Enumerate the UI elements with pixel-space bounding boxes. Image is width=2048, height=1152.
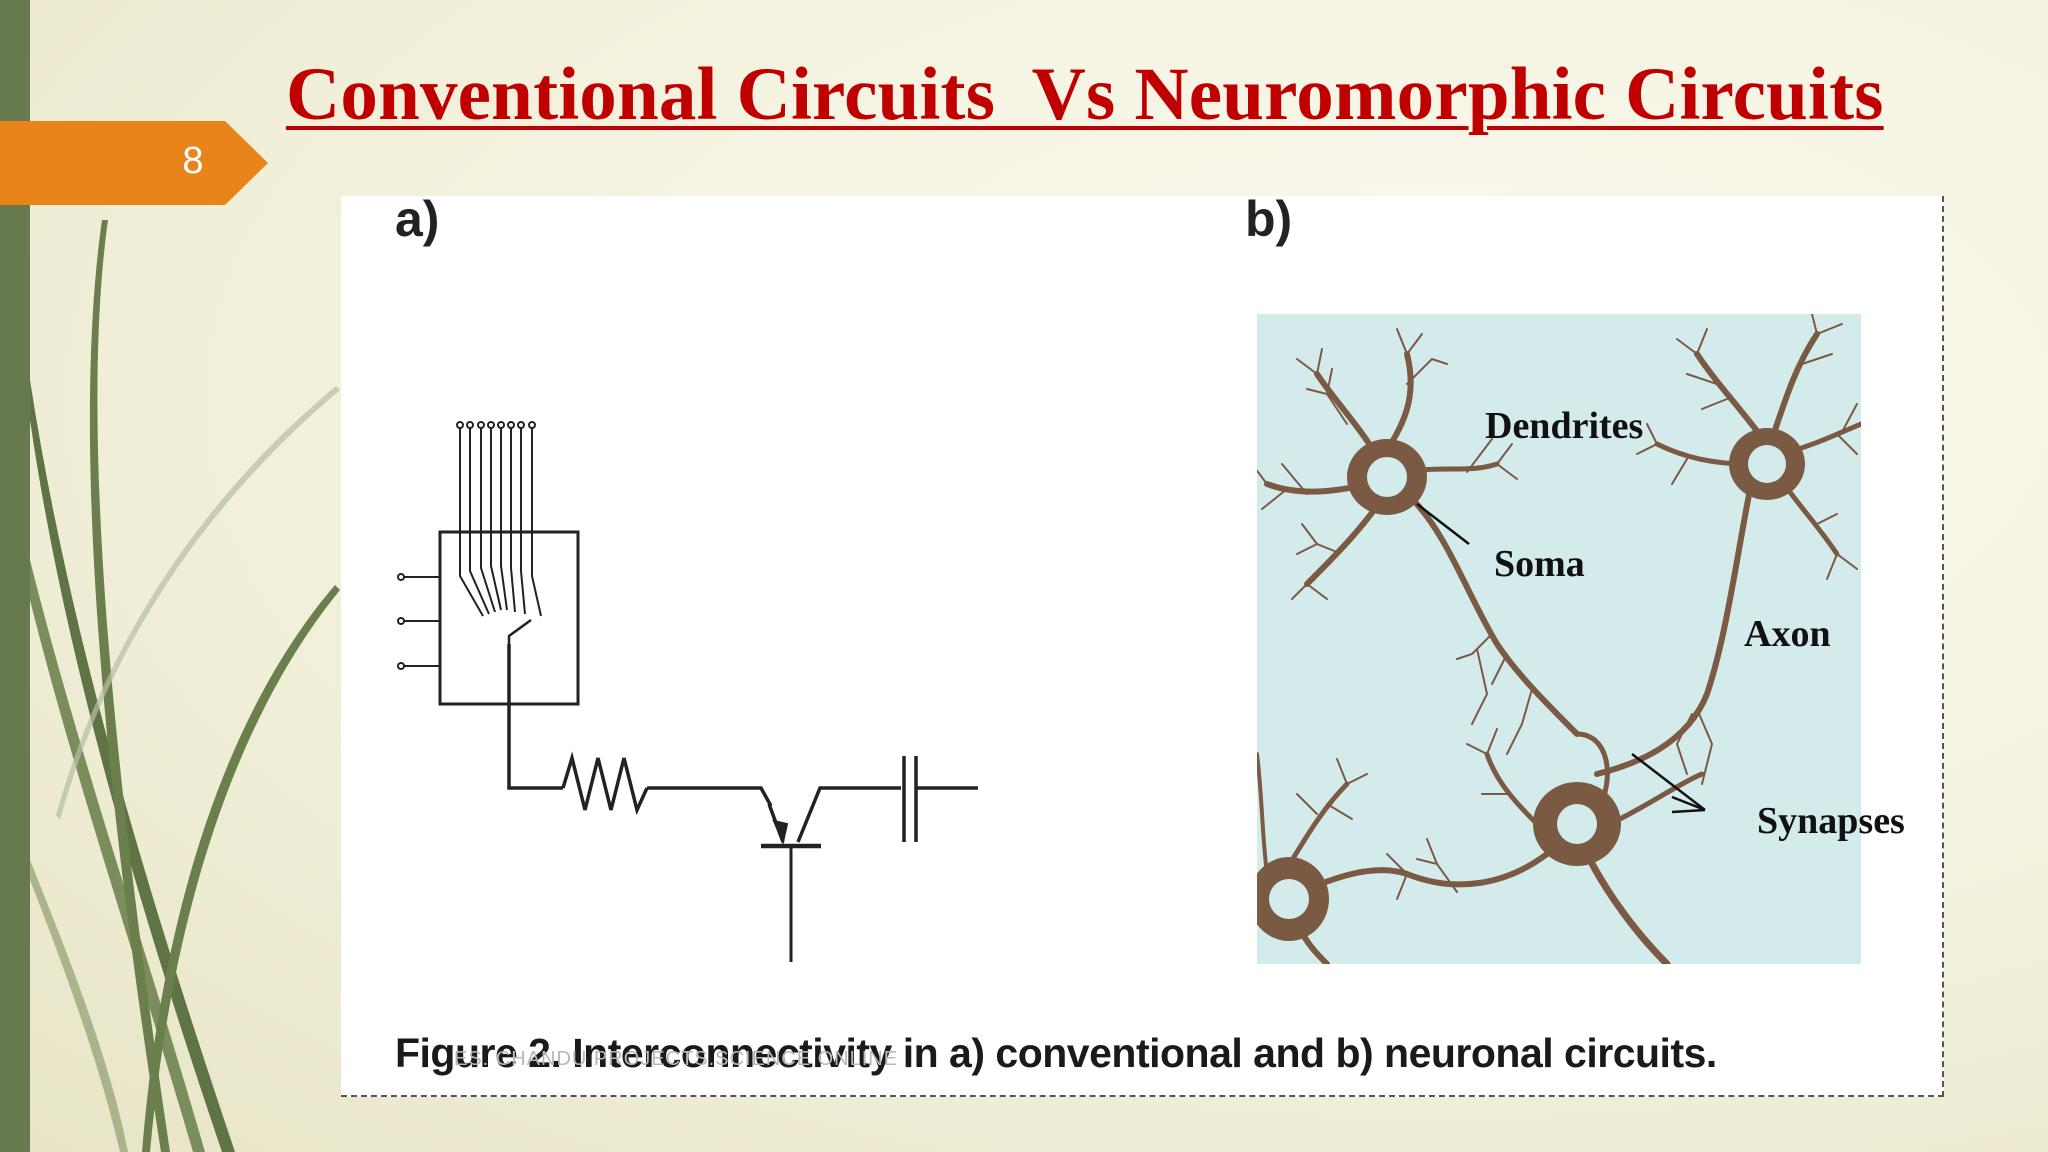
neuron-illustration: Dendrites Soma Axon Synapses <box>1249 313 1905 968</box>
conventional-circuit-diagram <box>397 421 978 962</box>
panel-a-label: a) <box>395 191 440 247</box>
grass-decoration <box>30 220 340 1152</box>
neurons-drawing <box>1249 313 1864 968</box>
label-axon: Axon <box>1744 613 1831 655</box>
slide-number-tab <box>0 121 268 205</box>
slide-number: 8 <box>182 140 204 182</box>
label-pointers <box>1416 503 1706 814</box>
label-dendrites: Dendrites <box>1485 405 1644 447</box>
figure-image: a) b) <box>341 191 1944 1097</box>
panel-b-label: b) <box>1245 191 1293 247</box>
figure-caption: Figure 2. Interconnectivity in a) conven… <box>395 1030 1717 1076</box>
footer-text: ES. CHANDU PROJECTS.SCIENCE ONLINE <box>454 1048 899 1070</box>
label-synapses: Synapses <box>1757 800 1905 842</box>
input-lines <box>459 428 533 532</box>
label-soma: Soma <box>1494 543 1585 585</box>
nuclei <box>1269 445 1786 919</box>
slide-title: Conventional Circuits Vs Neuromorphic Ci… <box>286 53 1884 136</box>
